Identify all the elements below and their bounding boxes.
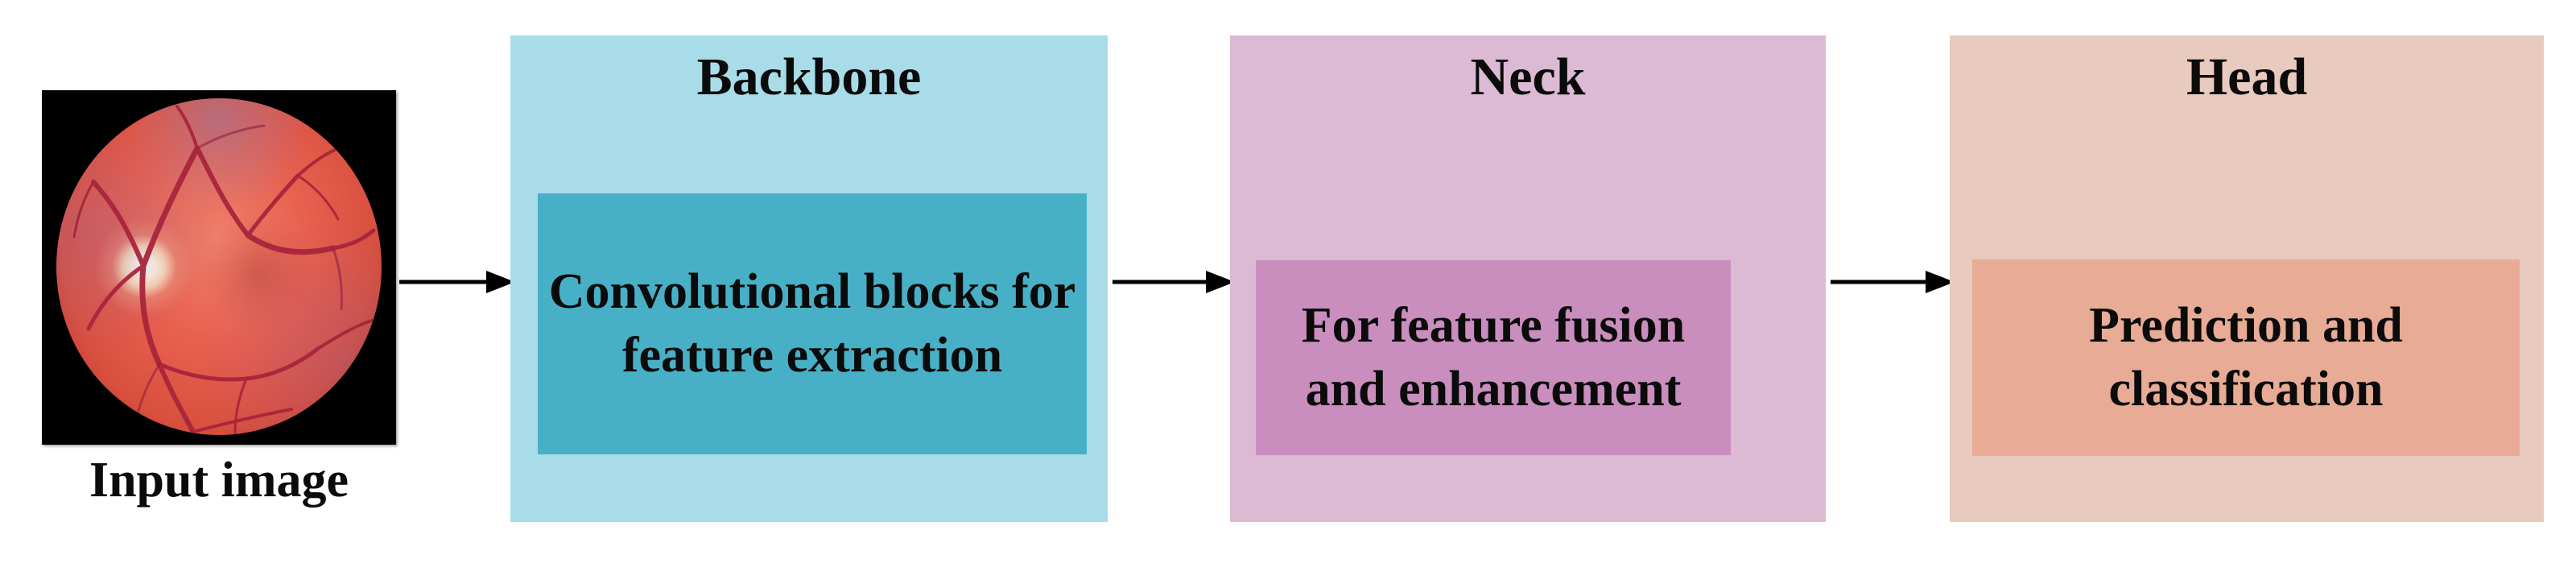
input-image-caption: Input image <box>89 453 349 508</box>
retina-vessels <box>56 98 382 435</box>
stage-neck-description: For feature fusion and enhancement <box>1256 260 1731 455</box>
stage-head[interactable]: Head Prediction and classification <box>1950 35 2544 522</box>
stage-backbone-description: Convolutional blocks for feature extract… <box>538 193 1087 454</box>
arrow-input-to-backbone <box>399 263 515 301</box>
input-image-group: Input image <box>42 90 396 541</box>
stage-head-description: Prediction and classification <box>1972 259 2520 456</box>
retinal-fundus-image <box>42 90 396 445</box>
arrow-backbone-to-neck <box>1113 263 1235 301</box>
retina-disc <box>56 98 382 435</box>
stage-neck[interactable]: Neck For feature fusion and enhancement <box>1230 35 1826 522</box>
stage-neck-title: Neck <box>1470 48 1586 106</box>
stage-backbone[interactable]: Backbone Convolutional blocks for featur… <box>510 35 1108 522</box>
arrow-neck-to-head <box>1831 263 1955 301</box>
stage-head-title: Head <box>2186 48 2308 106</box>
stage-backbone-title: Backbone <box>696 48 922 106</box>
